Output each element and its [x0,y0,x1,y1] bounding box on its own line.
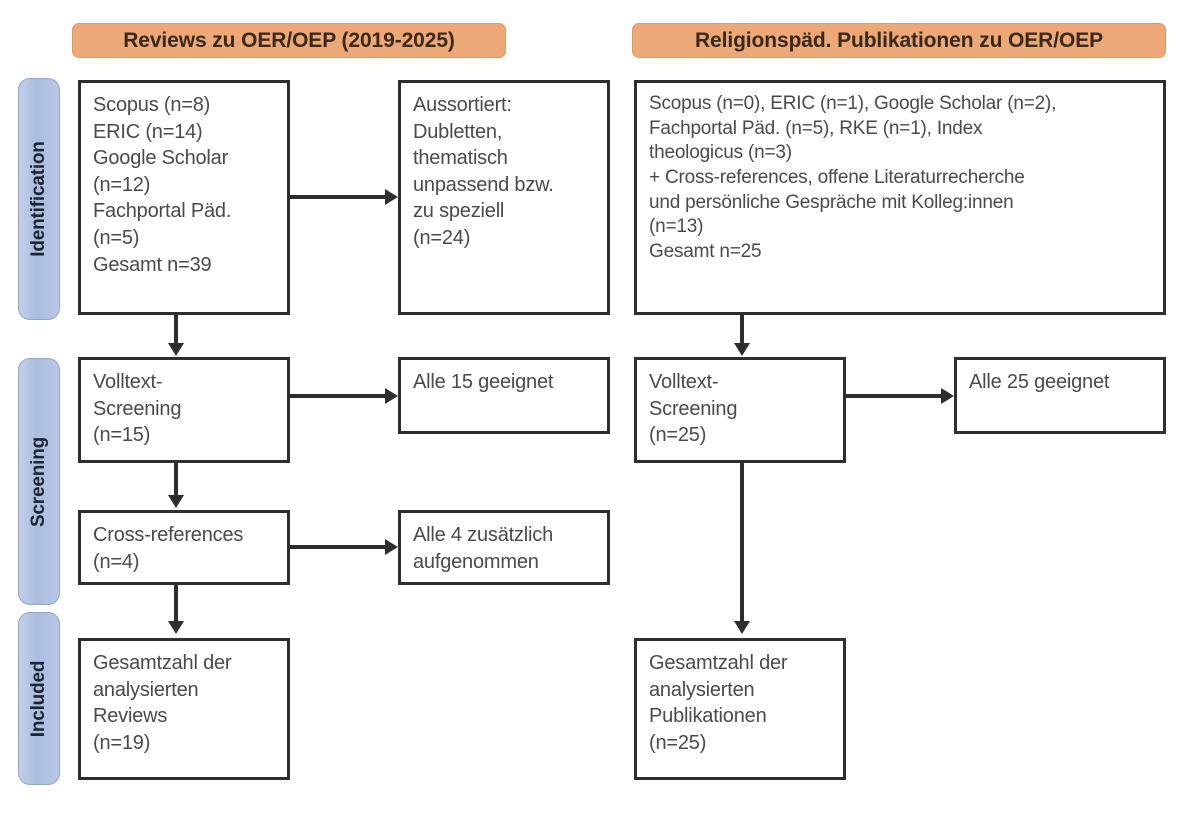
box-line: (n=12) [93,173,151,196]
box-line: (n=5) [93,226,140,249]
stage-label-identification: Identification [28,141,49,257]
box-line: analysierten [93,678,199,701]
box-line: zu speziell [413,200,505,223]
box-line: analysierten [649,678,755,701]
box-line: Reviews [93,705,168,728]
box-right-included-total: Gesamtzahl der analysierten Publikatione… [634,638,846,780]
box-line: aufgenommen [413,550,539,573]
box-line: (n=25) [649,424,707,447]
box-line: unpassend bzw. [413,173,554,196]
connector-left-crossref-to-included [174,585,178,623]
stage-label-included: Included [28,660,49,737]
connector-left-fulltext-to-eligible [290,394,386,398]
box-line: Gesamtzahl der [649,652,788,674]
connector-left-crossref-to-added [290,545,386,549]
box-left-crossreferences: Cross-references (n=4) [78,510,290,585]
box-line: Scopus (n=8) [93,94,211,116]
column-header-right: Religionspäd. Publikationen zu OER/OEP [632,23,1166,58]
stage-label-screening: Screening [28,436,49,527]
column-header-left: Reviews zu OER/OEP (2019-2025) [72,23,506,58]
box-line: Screening [649,397,738,420]
connector-left-fulltext-to-crossref [174,463,178,497]
box-line: (n=19) [93,731,151,754]
box-line: Gesamt n=39 [93,253,212,276]
box-line: Alle 4 zusätzlich [413,524,553,546]
box-line: thematisch [413,147,508,170]
box-left-fulltext-screening: Volltext- Screening (n=15) [78,357,290,463]
connector-right-fulltext-to-eligible [846,394,942,398]
box-right-all-eligible: Alle 25 geeignet [954,357,1166,434]
box-line: theologicus (n=3) [649,142,792,164]
box-line: Scopus (n=0), ERIC (n=1), Google Scholar… [649,93,1057,114]
box-right-fulltext-screening: Volltext- Screening (n=25) [634,357,846,463]
box-left-crossreferences-added: Alle 4 zusätzlich aufgenommen [398,510,610,585]
box-line: Aussortiert: [413,94,512,116]
box-line: Volltext- [649,371,719,393]
arrowhead-left-fulltext-to-crossref [168,495,184,508]
arrowhead-left-fulltext-to-eligible [385,388,398,404]
stage-tab-identification: Identification [18,78,60,320]
box-right-identification-sources: Scopus (n=0), ERIC (n=1), Google Scholar… [634,80,1166,315]
box-line: Google Scholar [93,147,229,170]
box-line: (n=15) [93,424,151,447]
arrowhead-right-fulltext-to-included [734,621,750,634]
box-line: Dubletten, [413,120,503,143]
box-line: Alle 25 geeignet [969,371,1110,393]
box-line: + Cross-references, offene Literaturrech… [649,167,1025,189]
connector-left-sources-to-excluded [290,195,386,199]
stage-tab-included: Included [18,612,60,785]
arrowhead-left-crossref-to-included [168,621,184,634]
box-line: Gesamtzahl der [93,652,232,674]
arrowhead-left-sources-to-excluded [385,189,398,205]
box-line: Publikationen [649,705,767,728]
box-line: Screening [93,397,182,420]
box-line: Cross-references [93,524,244,546]
box-line: Fachportal Päd. (n=5), RKE (n=1), Index [649,117,983,139]
box-left-included-total: Gesamtzahl der analysierten Reviews (n=1… [78,638,290,780]
box-left-excluded: Aussortiert: Dubletten, thematisch unpas… [398,80,610,315]
box-line: (n=25) [649,731,707,754]
connector-right-sources-to-fulltext [740,315,744,345]
arrowhead-right-fulltext-to-eligible [941,388,954,404]
arrowhead-left-sources-to-fulltext [168,343,184,356]
connector-right-fulltext-to-included [740,463,744,623]
box-line: (n=13) [649,216,704,238]
box-left-all-eligible: Alle 15 geeignet [398,357,610,434]
box-line: und persönliche Gespräche mit Kolleg:inn… [649,191,1014,213]
box-line: Alle 15 geeignet [413,371,554,393]
arrowhead-right-sources-to-fulltext [734,343,750,356]
box-line: Volltext- [93,371,163,393]
connector-left-sources-to-fulltext [174,315,178,345]
box-left-identification-sources: Scopus (n=8) ERIC (n=14) Google Scholar … [78,80,290,315]
box-line: Gesamt n=25 [649,241,762,263]
box-line: Fachportal Päd. [93,200,232,223]
arrowhead-left-crossref-to-added [385,539,398,555]
box-line: (n=24) [413,226,471,249]
stage-tab-screening: Screening [18,358,60,605]
box-line: ERIC (n=14) [93,120,203,143]
box-line: (n=4) [93,550,140,573]
